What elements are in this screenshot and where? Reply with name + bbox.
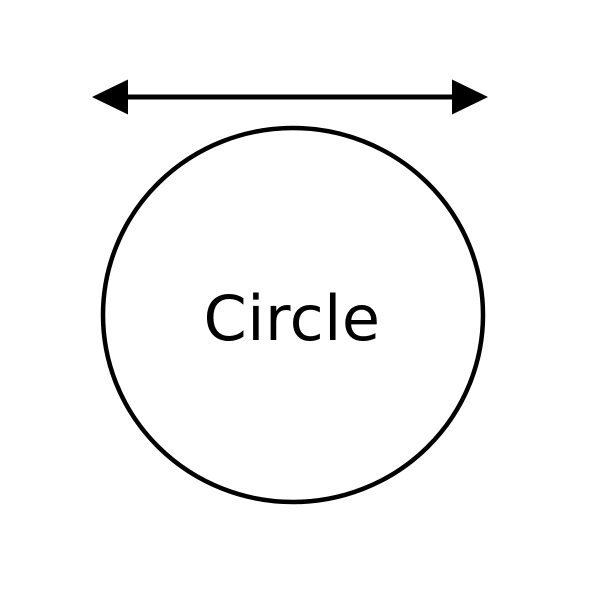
- arrow-shaft: [128, 94, 452, 100]
- circle-outline[interactable]: [100, 125, 486, 505]
- arrowhead-right-icon: [452, 79, 488, 115]
- arrowhead-left-icon: [92, 79, 128, 115]
- diameter-arrow[interactable]: [92, 79, 488, 115]
- circle-label: Circle: [203, 282, 380, 355]
